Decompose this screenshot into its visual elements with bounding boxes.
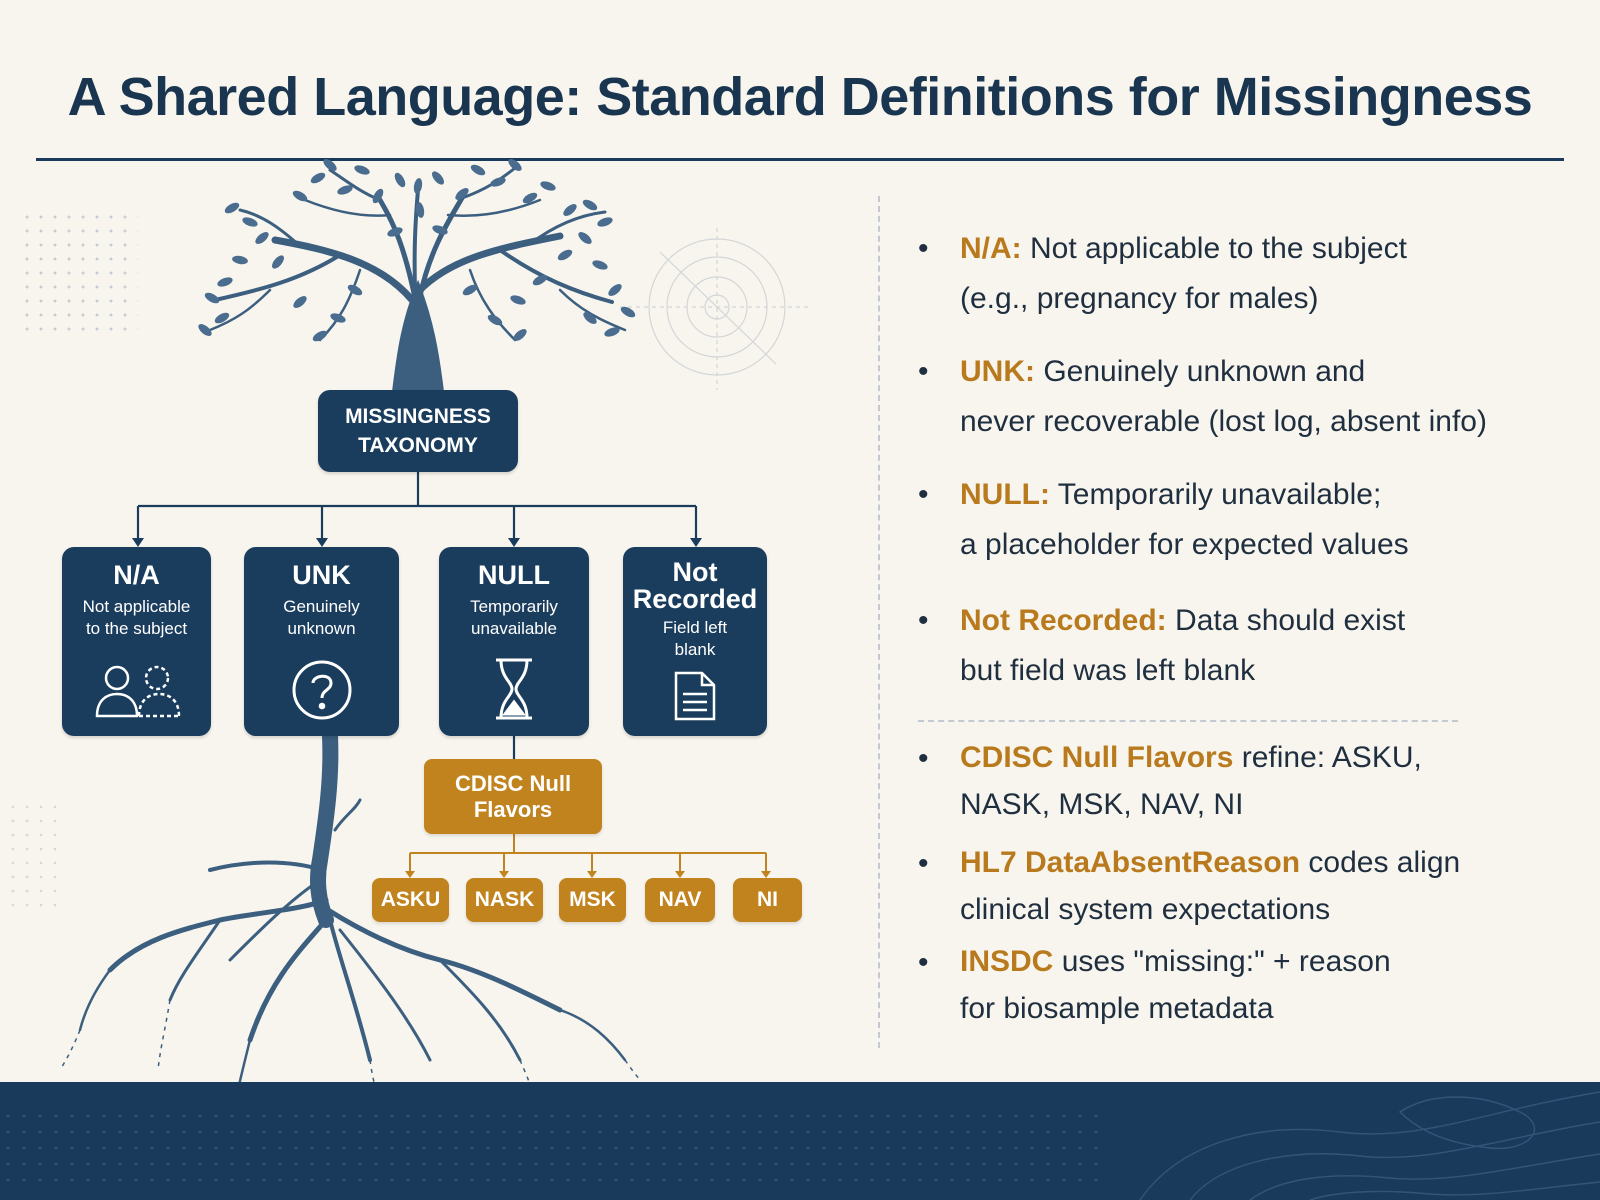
bullet-text-cont: but field was left blank	[960, 654, 1256, 687]
category-desc-line2: unknown	[287, 619, 356, 638]
column-divider	[878, 196, 880, 1048]
bullet-term: N/A:	[960, 232, 1022, 265]
dot-pattern-decoration	[20, 210, 138, 340]
bullet-term: INSDC	[960, 945, 1054, 978]
tree-root-dashes	[59, 999, 641, 1091]
footer-contour-decoration	[1139, 1091, 1600, 1200]
category-title-line1: Not	[672, 557, 718, 587]
bullet-text-cont: for biosample metadata	[960, 992, 1274, 1025]
cdisc-null-flavors-box: CDISC Null Flavors	[424, 759, 602, 834]
bullet-marker: •	[918, 742, 929, 775]
flavor-connectors	[409, 834, 767, 872]
bullet-text: Genuinely unknown and	[1043, 355, 1366, 388]
bullet-insdc: • INSDC uses "missing:" + reason for bios…	[918, 938, 1558, 1032]
taxonomy-root-line2: TAXONOMY	[358, 434, 478, 457]
footer-dot-pattern	[0, 1108, 1100, 1188]
bullet-hl7: • HL7 DataAbsentReason codes align clinic…	[918, 839, 1558, 933]
bullet-text-cont: NASK, MSK, NAV, NI	[960, 788, 1244, 821]
flavor-box-asku: ASKU	[372, 878, 449, 922]
bullet-text-cont: a placeholder for expected values	[960, 528, 1409, 561]
flavor-box-msk: MSK	[559, 878, 626, 922]
dot-pattern-decoration-lower	[6, 800, 66, 910]
category-desc-line2: unavailable	[470, 619, 557, 638]
category-title: UNK	[292, 560, 351, 590]
bullet-term: CDISC Null Flavors	[960, 741, 1234, 774]
category-box-unk: UNK Genuinely unknown	[244, 547, 399, 736]
bullet-term: Not Recorded:	[960, 604, 1167, 637]
bullet-text: uses "missing:" + reason	[1061, 945, 1391, 978]
bullet-term: UNK:	[960, 355, 1035, 388]
bullet-marker: •	[918, 232, 929, 265]
category-box-null: NULL Temporarily unavailable	[439, 547, 589, 736]
cdisc-line2: Flavors	[473, 796, 553, 822]
taxonomy-root-line1: MISSINGNESS	[345, 405, 491, 428]
document-icon	[623, 670, 767, 722]
bullet-text-cont: never recoverable (lost log, absent info…	[960, 405, 1487, 438]
category-title: N/A	[113, 560, 160, 590]
users-icon	[62, 662, 211, 722]
category-desc-line1: Genuinely	[283, 597, 360, 616]
category-desc-line1: Temporarily	[470, 597, 558, 616]
tree-leaves	[198, 159, 636, 342]
bullet-marker: •	[918, 604, 929, 637]
bullet-term: NULL:	[960, 478, 1050, 511]
connector-arrowheads	[132, 538, 702, 547]
bullet-marker: •	[918, 847, 929, 880]
bullet-text: Temporarily unavailable;	[1057, 478, 1382, 511]
title-divider	[36, 158, 1564, 161]
bullet-text-cont: clinical system expectations	[960, 893, 1331, 926]
bullet-na: • N/A: Not applicable to the subject (e.g…	[918, 224, 1558, 324]
bullet-marker: •	[918, 946, 929, 979]
category-box-not-recorded: Not Recorded Field left blank	[623, 547, 767, 736]
bullet-marker: •	[918, 355, 929, 388]
category-desc-line1: Not applicable	[82, 597, 191, 616]
category-title-line2: Recorded	[632, 584, 758, 614]
bullet-marker: •	[918, 478, 929, 511]
bullet-null: • NULL: Temporarily unavailable; a placeh…	[918, 470, 1558, 570]
category-desc-line1: Field left	[662, 618, 728, 637]
bullet-text: Data should exist	[1175, 604, 1406, 637]
bullet-text: refine: ASKU,	[1241, 741, 1422, 774]
taxonomy-root-box: MISSINGNESS TAXONOMY	[318, 390, 518, 472]
category-title: NULL	[478, 560, 550, 590]
bullet-text: Not applicable to the subject	[1030, 232, 1407, 265]
question-circle-icon	[244, 658, 399, 722]
flavor-box-ni: NI	[733, 878, 802, 922]
bullet-text: codes align	[1308, 846, 1461, 879]
category-desc-line2: to the subject	[85, 619, 188, 638]
bullet-unk: • UNK: Genuinely unknown and never recove…	[918, 347, 1558, 447]
category-box-na: N/A Not applicable to the subject	[62, 547, 211, 736]
tree-roots	[78, 728, 627, 1092]
page-title: A Shared Language: Standard Definitions …	[67, 67, 1533, 127]
bullet-text-cont: (e.g., pregnancy for males)	[960, 282, 1319, 315]
section-divider	[918, 720, 1458, 722]
target-circles-decoration	[620, 228, 812, 390]
category-desc-line2: blank	[674, 640, 716, 659]
cdisc-line1: CDISC Null	[454, 770, 572, 796]
flavor-box-nav: NAV	[645, 878, 715, 922]
bullet-term: HL7 DataAbsentReason	[960, 846, 1301, 879]
bullet-not-recorded: • Not Recorded: Data should exist but fie…	[918, 596, 1558, 696]
tree-trunk-branches	[208, 166, 627, 395]
tree-illustration	[59, 159, 812, 1092]
footer-band	[0, 1082, 1600, 1200]
flavor-box-nask: NASK	[466, 878, 543, 922]
bullet-cdisc: • CDISC Null Flavors refine: ASKU, NASK, …	[918, 734, 1558, 828]
connector-lines	[136, 472, 698, 759]
hourglass-icon	[439, 656, 589, 722]
flavor-arrowheads	[405, 871, 771, 878]
